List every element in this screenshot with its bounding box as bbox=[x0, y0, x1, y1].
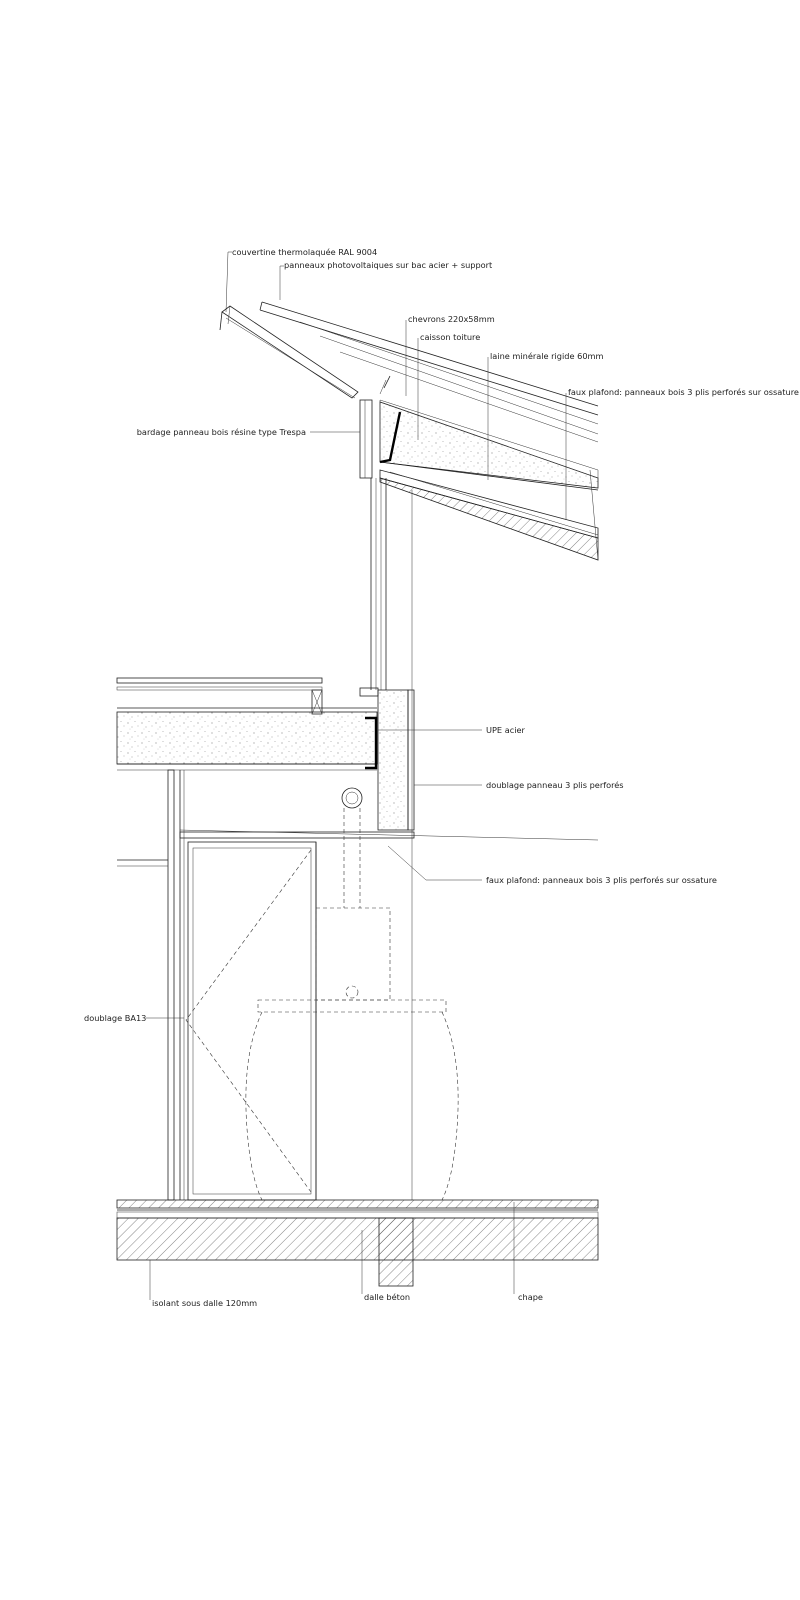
label-couvertine: couvertine thermolaquée RAL 9004 bbox=[232, 247, 377, 257]
roof-caisson bbox=[379, 399, 599, 561]
leaders bbox=[146, 251, 567, 1300]
facade-wall bbox=[370, 478, 413, 1200]
coping-flashing bbox=[219, 305, 359, 399]
label-caisson: caisson toiture bbox=[420, 332, 480, 342]
label-bardage: bardage panneau bois résine type Trespa bbox=[137, 427, 306, 437]
ground-slab bbox=[116, 1199, 599, 1287]
label-chevrons: chevrons 220x58mm bbox=[408, 314, 495, 324]
label-chape: chape bbox=[518, 1292, 543, 1302]
label-isolant: isolant sous dalle 120mm bbox=[152, 1298, 257, 1308]
label-faux-plafond-toit: faux plafond: panneaux bois 3 plis perfo… bbox=[568, 387, 799, 397]
lower-storey bbox=[117, 769, 459, 1201]
roof-wall-head bbox=[359, 375, 402, 479]
label-dalle: dalle béton bbox=[364, 1292, 410, 1302]
label-doublage-panneau: doublage panneau 3 plis perforés bbox=[486, 780, 624, 790]
mid-slab bbox=[116, 677, 599, 841]
label-laine: laine minérale rigide 60mm bbox=[490, 351, 604, 361]
roof-assembly bbox=[219, 301, 599, 561]
pv-panels bbox=[259, 301, 599, 443]
label-upe: UPE acier bbox=[486, 725, 526, 735]
label-doublage-ba13: doublage BA13 bbox=[84, 1013, 146, 1023]
annotations: couvertine thermolaquée RAL 9004 panneau… bbox=[84, 247, 799, 1308]
label-panneaux-pv: panneaux photovoltaiques sur bac acier +… bbox=[284, 260, 493, 270]
label-faux-plafond-bas: faux plafond: panneaux bois 3 plis perfo… bbox=[486, 875, 717, 885]
